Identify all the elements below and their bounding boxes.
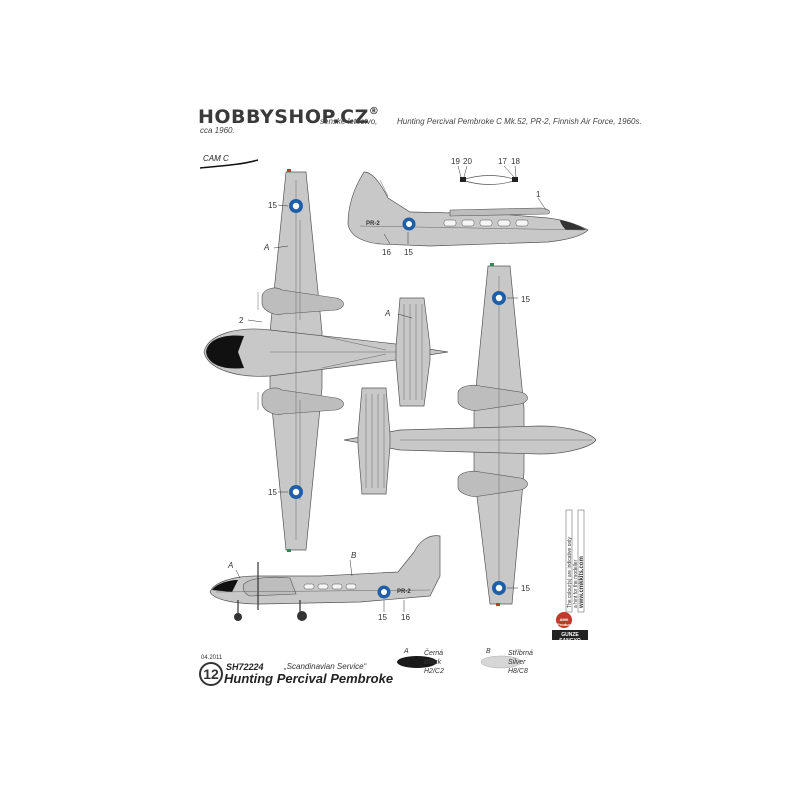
callout-a: A (385, 309, 391, 318)
callout-15: 15 (521, 295, 530, 304)
amk-logo-text: AMK Products (557, 617, 575, 627)
cam-label: CAM C (203, 154, 229, 163)
callout-20: 20 (463, 157, 472, 166)
gunze-logo-text: GUNZE SANGYO (559, 632, 581, 644)
callout-16: 16 (401, 613, 410, 622)
swatch-b-labels: Stříbrná Silver H8/C8 (508, 650, 533, 675)
kit-subtitle: „Scandinavian Service“ (284, 662, 367, 671)
header-left-line2: cca 1960. (200, 126, 235, 135)
kit-code: SH72224 (226, 662, 264, 672)
cam-swoosh (199, 159, 259, 169)
swatch-a-key: A (404, 648, 409, 655)
callout-15: 15 (268, 201, 277, 210)
bottom-view-aircraft (343, 263, 597, 606)
callout-17: 17 (498, 157, 507, 166)
info-frame (565, 509, 573, 613)
antenna-detail (457, 165, 518, 185)
swatch-silver (480, 655, 522, 669)
callout-2: 2 (239, 316, 244, 325)
callout-15: 15 (521, 584, 530, 593)
swatch-a-labels: Černá Black H2/C2 (424, 650, 444, 675)
side-view-bottom-aircraft (209, 535, 441, 621)
serial-top: PR-2 (366, 221, 380, 227)
callout-16: 16 (382, 248, 391, 257)
side-view-top-aircraft (347, 171, 589, 247)
watermark: HOBBYSHOP.CZ® (198, 106, 380, 128)
amk-logo (556, 612, 572, 628)
swatch-black (397, 656, 437, 668)
top-view-aircraft (203, 169, 449, 552)
header-left-line1: senské letectvo, (320, 117, 378, 126)
callout-b: B (351, 551, 357, 560)
kit-title: Hunting Percival Pembroke (224, 671, 394, 686)
info-url: www.cmkkits.com (579, 556, 585, 608)
callout-15: 15 (378, 613, 387, 622)
release-date: 04.2011 (201, 655, 223, 661)
serial-bottom: PR-2 (397, 589, 411, 595)
callout-15: 15 (268, 488, 277, 497)
callout-a: A (228, 561, 234, 570)
gunze-logo (552, 630, 588, 640)
header-right: Hunting Percival Pembroke C Mk.52, PR-2,… (397, 117, 642, 126)
callout-19: 19 (451, 157, 460, 166)
callout-18: 18 (511, 157, 520, 166)
scheme-number: 12 (199, 662, 223, 686)
callout-a: A (264, 243, 270, 252)
callout-1: 1 (536, 190, 541, 199)
swatch-b-key: B (486, 648, 491, 655)
callout-15: 15 (404, 248, 413, 257)
